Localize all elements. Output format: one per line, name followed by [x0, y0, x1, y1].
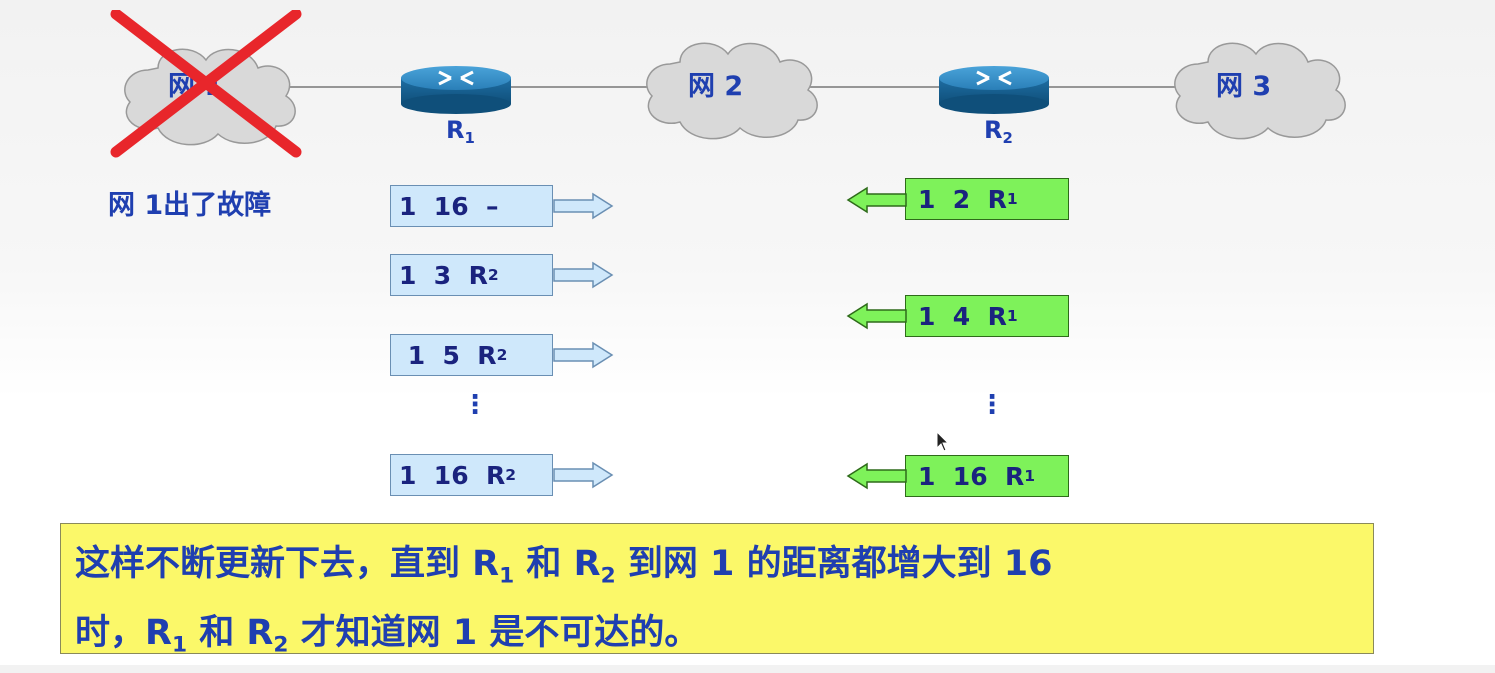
net3-cloud-icon	[1174, 42, 1346, 140]
r2-ellipsis: ⋮	[979, 390, 1005, 420]
arrow-left-icon	[846, 302, 907, 330]
r1-ellipsis: ⋮	[462, 390, 488, 420]
net3-label: 网 3	[1216, 71, 1272, 102]
net2-label: 网 2	[688, 71, 744, 102]
arrow-left-icon	[846, 186, 907, 214]
router1-label: R1	[446, 116, 475, 148]
router1-icon	[401, 66, 511, 114]
arrow-right-icon	[553, 192, 614, 220]
r1-update-entry: 1 16 –	[390, 185, 553, 227]
arrow-left-icon	[846, 462, 907, 490]
arrow-right-icon	[553, 461, 614, 489]
network-topology	[124, 42, 1346, 146]
arrow-right-icon	[553, 261, 614, 289]
router2-label: R2	[984, 116, 1013, 148]
cursor-icon	[936, 431, 950, 452]
cross-icon	[110, 10, 302, 158]
fault-text: 网 1出了故障	[108, 190, 272, 221]
net2-cloud-icon	[646, 42, 818, 140]
arrow-right-icon	[553, 341, 614, 369]
router2-icon	[939, 66, 1049, 114]
explanation-note: 这样不断更新下去，直到 R1 和 R2 到网 1 的距离都增大到 16 时，R1…	[60, 523, 1374, 657]
